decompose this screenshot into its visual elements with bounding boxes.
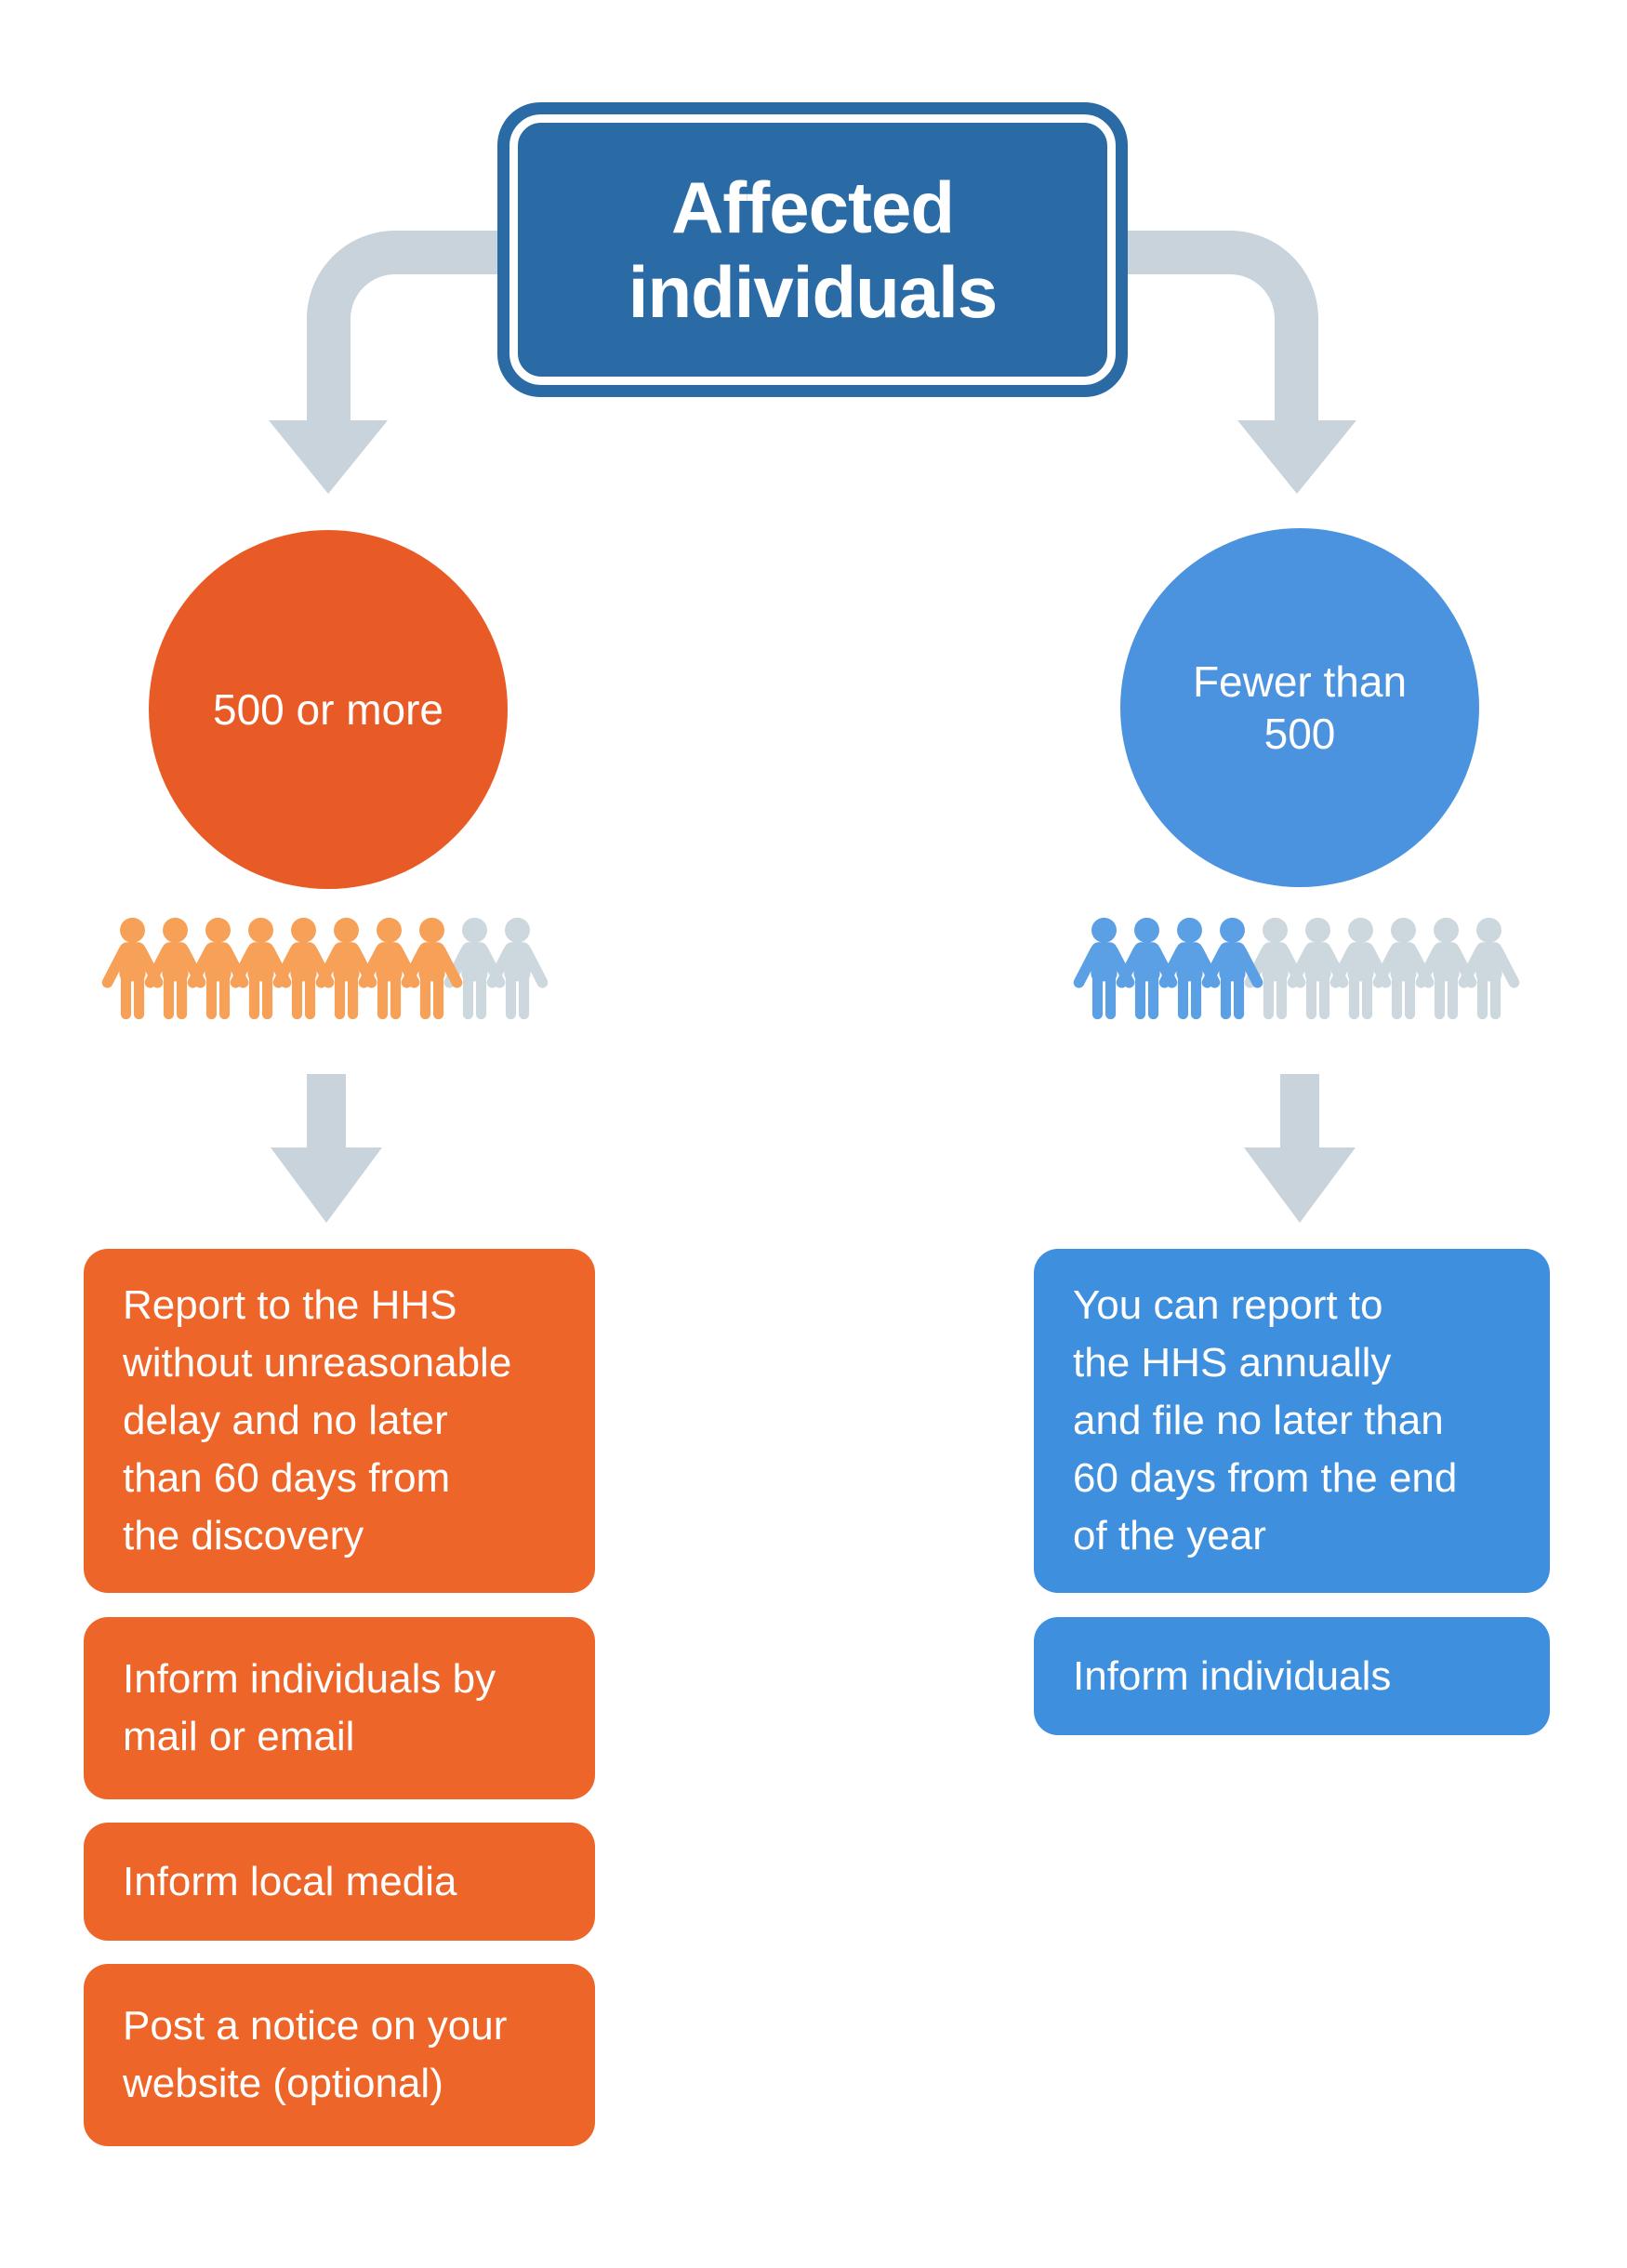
step-box-report-annually: You can report to the HHS annually and f… [1034,1249,1550,1593]
step-box-post-notice-website: Post a notice on your website (optional) [84,1964,595,2146]
people-row-right [1069,917,1497,1022]
elbow-arrow-left-icon [269,231,507,494]
step-box-text: Inform individuals [1073,1652,1392,1699]
branch-circle-500-or-more: 500 or more [149,530,508,889]
down-arrow-left-icon [271,1074,382,1223]
person-icon [1069,917,1139,1022]
step-box-text: Post a notice on your website (optional) [123,2003,508,2106]
people-row-left [98,917,525,1022]
step-box-inform-local-media: Inform local media [84,1823,595,1941]
branch-circle-fewer-than-500: Fewer than 500 [1120,528,1479,887]
step-box-report-to-hhs: Report to the HHS without unreasonable d… [84,1249,595,1593]
title-sign-border [509,114,1116,385]
person-icon [98,917,167,1022]
branch-circle-right-label: Fewer than 500 [1192,657,1408,758]
step-box-text: You can report to the HHS annually and f… [1073,1282,1458,1558]
title-sign: Affected individuals [497,102,1128,397]
down-arrow-right-icon [1244,1074,1356,1223]
elbow-arrow-right-icon [1120,231,1356,494]
page-title: Affected individuals [628,166,998,333]
step-box-text: Report to the HHS without unreasonable d… [123,1282,512,1558]
step-box-inform-individuals: Inform individuals [1034,1617,1550,1735]
step-box-inform-individuals-mail: Inform individuals by mail or email [84,1617,595,1799]
step-box-text: Inform individuals by mail or email [123,1656,496,1759]
branch-circle-left-label: 500 or more [212,684,443,734]
step-box-text: Inform local media [123,1858,457,1904]
